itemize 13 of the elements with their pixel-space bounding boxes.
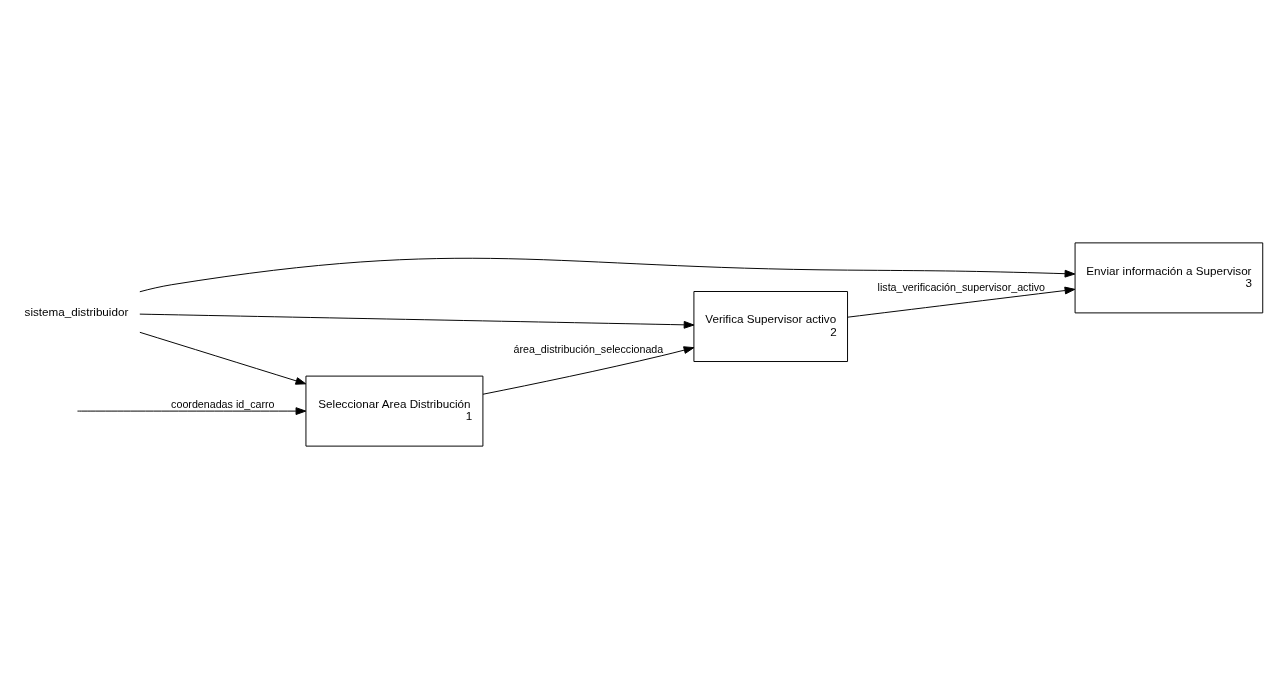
node-box: Enviar información a Supervisor 3 [1074, 242, 1264, 314]
arrow [77, 407, 307, 415]
node-text: sistema_distribuidor [24, 304, 129, 318]
node-box: Seleccionar Area Distribución 1 [305, 375, 484, 447]
arrow [139, 257, 1076, 293]
arrow [847, 286, 1076, 318]
edge-label: área_distribución_seleccionada [513, 342, 664, 355]
edge-label: coordenadas id_carro [171, 397, 275, 410]
edge-label: lista_verificación_supervisor_activo [877, 281, 1046, 294]
node-box: Verifica Supervisor activo 2 [693, 291, 849, 362]
arrow [139, 331, 307, 385]
arrow [482, 346, 695, 395]
arrow [139, 313, 695, 329]
